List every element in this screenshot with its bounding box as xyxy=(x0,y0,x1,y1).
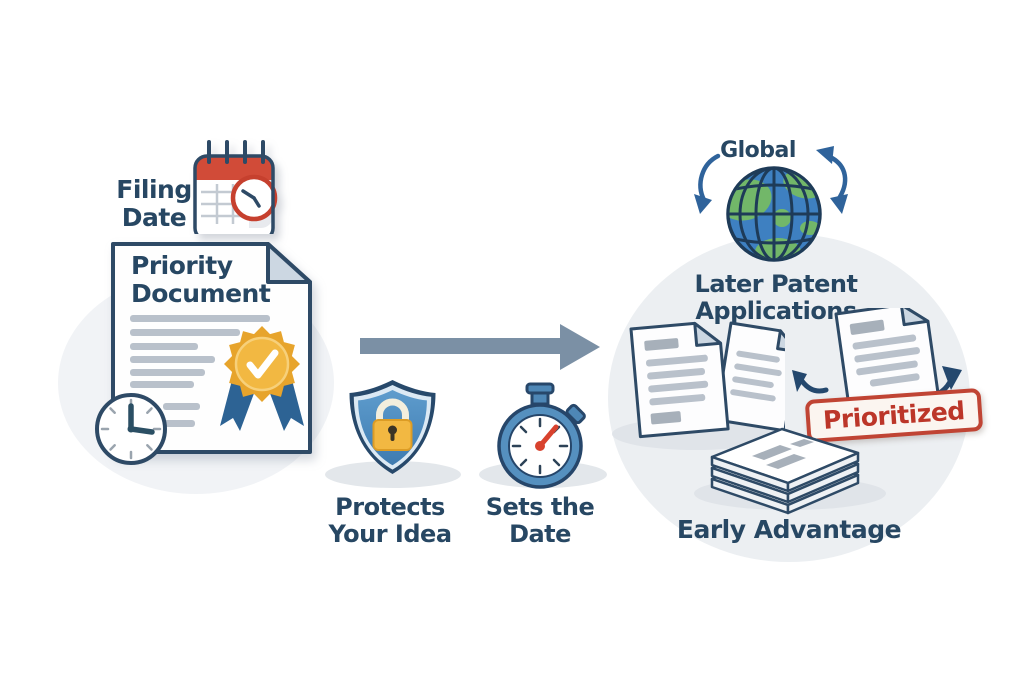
clock-icon xyxy=(95,393,167,465)
stopwatch-icon xyxy=(497,382,586,489)
padlock-icon xyxy=(372,398,413,451)
front-document xyxy=(629,321,730,439)
ribbon-seal-icon xyxy=(220,326,304,431)
calendar-icon xyxy=(193,140,278,234)
stack-text-lines xyxy=(752,439,814,469)
later-patent-applications-label: Later Patent Applications xyxy=(694,270,858,326)
checkmark xyxy=(246,349,279,379)
calendar-pins xyxy=(207,140,265,164)
rotation-arrow-right-icon xyxy=(816,146,848,214)
filing-date-label: Filing Date xyxy=(116,175,192,233)
globe-gridlines xyxy=(729,169,819,259)
global-label: Global xyxy=(720,138,796,163)
flow-arrow-icon xyxy=(360,324,600,370)
protects-your-idea-label: Protects Your Idea xyxy=(328,493,452,549)
later-applications-docs-icon xyxy=(629,321,785,439)
clock-ticks xyxy=(100,398,162,460)
back-document xyxy=(714,321,785,433)
early-advantage-label: Early Advantage xyxy=(676,515,902,544)
paper-stack-icon xyxy=(710,427,860,515)
document-text-lines xyxy=(130,315,270,427)
rotation-arrow-left-icon xyxy=(694,153,721,214)
globe-icon xyxy=(694,146,848,262)
folded-corner xyxy=(266,242,312,284)
sets-the-date-label: Sets the Date xyxy=(485,493,595,549)
priority-document-title: Priority Document xyxy=(131,251,271,309)
priority-document-icon xyxy=(111,242,312,454)
shield-lock-icon xyxy=(349,380,436,474)
